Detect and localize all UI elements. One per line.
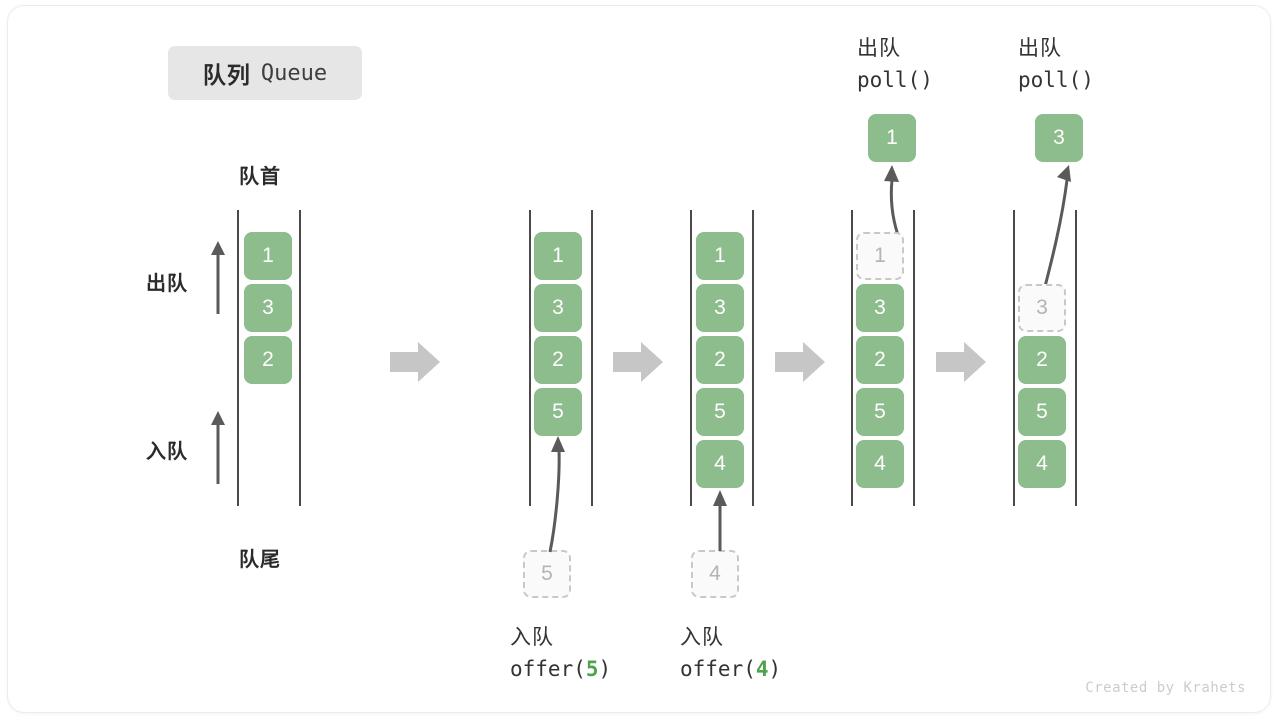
queue-rail-left-col4 [851, 210, 853, 506]
dequeue-direction-arrow-icon [211, 241, 225, 314]
op-code-suffix: ) [598, 657, 612, 681]
dequeue-op-label-code-col5: poll() [1018, 68, 1094, 92]
dequeue-curve-arrow-icon [1040, 165, 1071, 299]
dequeue-direction-label: 出队 [146, 273, 188, 295]
outgoing-cell: 1 [868, 114, 916, 162]
queue-cell: 4 [856, 440, 904, 488]
op-code-arg: 5 [585, 657, 599, 681]
queue-rail-left-col1 [237, 210, 239, 506]
dequeue-op-label-code-col4: poll() [857, 68, 933, 92]
queue-cell: 3 [244, 284, 292, 332]
incoming-ghost-cell: 4 [691, 550, 739, 598]
queue-cell: 1 [856, 232, 904, 280]
queue-rail-right-col2 [591, 210, 593, 506]
queue-rail-right-col3 [752, 210, 754, 506]
watermark-credit: Created by Krahets [1085, 680, 1246, 696]
queue-cell: 5 [1018, 388, 1066, 436]
queue-cell: 5 [856, 388, 904, 436]
queue-rail-left-col2 [529, 210, 531, 506]
queue-cell: 2 [534, 336, 582, 384]
queue-tail-label: 队尾 [239, 549, 281, 571]
queue-cell: 3 [696, 284, 744, 332]
queue-cell: 2 [1018, 336, 1066, 384]
outgoing-cell: 3 [1035, 114, 1083, 162]
op-code-prefix: offer( [510, 657, 586, 681]
dequeue-op-label-cn-col4: 出队 [857, 37, 901, 60]
dequeue-op-label-cn-col5: 出队 [1018, 37, 1062, 60]
queue-cell: 3 [534, 284, 582, 332]
op-code-arg: 4 [755, 657, 769, 681]
queue-cell: 2 [856, 336, 904, 384]
queue-cell: 5 [534, 388, 582, 436]
queue-cell: 3 [1018, 284, 1066, 332]
enqueue-direction-arrow-icon [211, 411, 225, 484]
incoming-ghost-cell: 5 [523, 550, 571, 598]
title-english: Queue [260, 60, 328, 86]
queue-cell: 5 [696, 388, 744, 436]
queue-rail-left-col3 [690, 210, 692, 506]
title-chinese: 队列 [202, 62, 251, 88]
queue-cell: 3 [856, 284, 904, 332]
enqueue-curve-arrow-icon [548, 436, 565, 553]
flow-arrow-icon [775, 342, 825, 382]
queue-rail-right-col5 [1075, 210, 1077, 506]
flow-arrow-icon [390, 342, 440, 382]
enqueue-op-label-code-col3: offer(4) [680, 657, 781, 681]
enqueue-direction-label: 入队 [146, 441, 188, 463]
queue-cell: 1 [534, 232, 582, 280]
op-code-prefix: offer( [680, 657, 756, 681]
title-badge: 队列 Queue [168, 46, 362, 100]
queue-cell: 2 [244, 336, 292, 384]
queue-head-label: 队首 [239, 166, 281, 188]
enqueue-op-label-code-col2: offer(5) [510, 657, 611, 681]
enqueue-op-label-cn-col2: 入队 [510, 626, 554, 649]
op-code-suffix: ) [768, 657, 782, 681]
queue-cell: 4 [696, 440, 744, 488]
enqueue-straight-arrow-icon [713, 490, 727, 551]
queue-cell: 4 [1018, 440, 1066, 488]
queue-rail-right-col1 [299, 210, 301, 506]
flow-arrow-icon [936, 342, 986, 382]
queue-cell: 2 [696, 336, 744, 384]
queue-rail-right-col4 [913, 210, 915, 506]
queue-rail-left-col5 [1013, 210, 1015, 506]
queue-cell: 1 [696, 232, 744, 280]
queue-cell: 1 [244, 232, 292, 280]
enqueue-op-label-cn-col3: 入队 [680, 626, 724, 649]
flow-arrow-icon [613, 342, 663, 382]
